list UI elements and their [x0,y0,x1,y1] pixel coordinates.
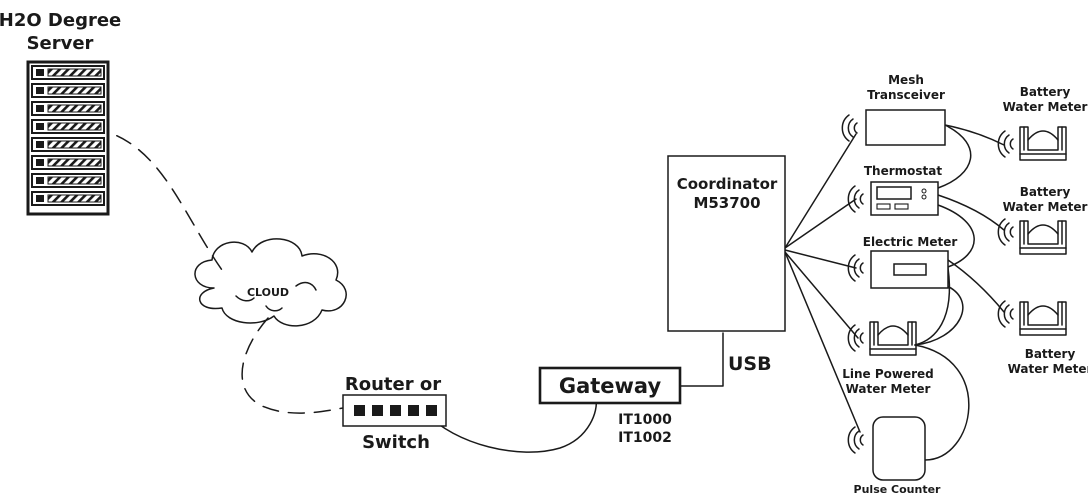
coordinator-radial-links [784,133,861,433]
usb-label: USB [728,353,772,375]
cloud-label: CLOUD [247,286,289,299]
battery-meter-1-label-line2: Water Meter [1003,100,1088,114]
mesh-links [914,124,1005,461]
router-ports [354,405,437,416]
gateway-coordinator-usb-link [679,332,724,387]
pulse-counter-label: Pulse Counter [854,483,942,496]
electric-meter-label: Electric Meter [863,235,958,249]
coordinator: Coordinator M53700 [667,155,786,332]
router-gateway-link [424,399,598,453]
battery-meter-2-icon [1019,220,1067,255]
server-label-line2: Server [27,33,94,54]
coordinator-label-line2: M53700 [693,194,760,212]
coordinator-box [667,155,786,332]
battery-meter-2-wireless-icon [997,218,1014,246]
router-label-line1: Router or [345,374,441,395]
mesh-transceiver-box [865,109,946,146]
connections [91,124,1005,461]
mesh-transceiver-label-line1: Mesh [888,73,924,87]
line-powered-wireless-icon [847,324,864,352]
line-powered-label-line2: Water Meter [846,382,931,396]
battery-meter-2-label-line1: Battery [1020,185,1071,199]
router: Router or Switch [342,374,447,453]
pulse-counter: Pulse Counter [847,416,942,496]
router-label-line2: Switch [362,432,430,453]
server: H2O Degree Server [0,10,121,216]
battery-meter-3-label-line1: Battery [1025,347,1076,361]
electric-meter: Electric Meter [847,235,958,289]
server-label-line1: H2O Degree [0,10,121,31]
battery-water-meter-2: Battery Water Meter [997,185,1088,255]
pulse-counter-wireless-icon [847,426,864,454]
battery-meter-3-wireless-icon [997,300,1014,328]
battery-meter-1-icon [1019,126,1067,161]
coordinator-label-line1: Coordinator [677,175,778,193]
mesh-transceiver-label-line2: Transceiver [867,88,945,102]
battery-meter-2-label-line2: Water Meter [1003,200,1088,214]
battery-meter-3-icon [1019,301,1067,336]
battery-water-meter-3: Battery Water Meter [997,300,1088,376]
battery-water-meter-1: Battery Water Meter [997,85,1088,161]
gateway-box [538,366,682,405]
battery-meter-3-label-line2: Water Meter [1008,362,1088,376]
gateway-model-1: IT1000 [618,412,672,428]
battery-meter-1-label-line1: Battery [1020,85,1071,99]
gateway-label: Gateway [559,374,662,398]
pulse-counter-box [872,416,926,481]
cloud-icon [194,238,347,327]
line-powered-water-meter: Line Powered Water Meter [842,321,934,396]
server-rack-icon [26,60,110,216]
thermostat: Thermostat [847,164,943,216]
line-powered-label-line1: Line Powered [842,367,934,381]
thermostat-label: Thermostat [864,164,943,178]
server-cloud-link [91,127,223,271]
gateway-model-2: IT1002 [618,430,672,446]
cloud: CLOUD [194,238,347,327]
gateway: Gateway IT1000 IT1002 [538,366,682,446]
cloud-router-link [241,317,344,414]
mesh-transceiver: Mesh Transceiver [841,73,946,146]
line-powered-water-meter-icon [869,321,917,356]
